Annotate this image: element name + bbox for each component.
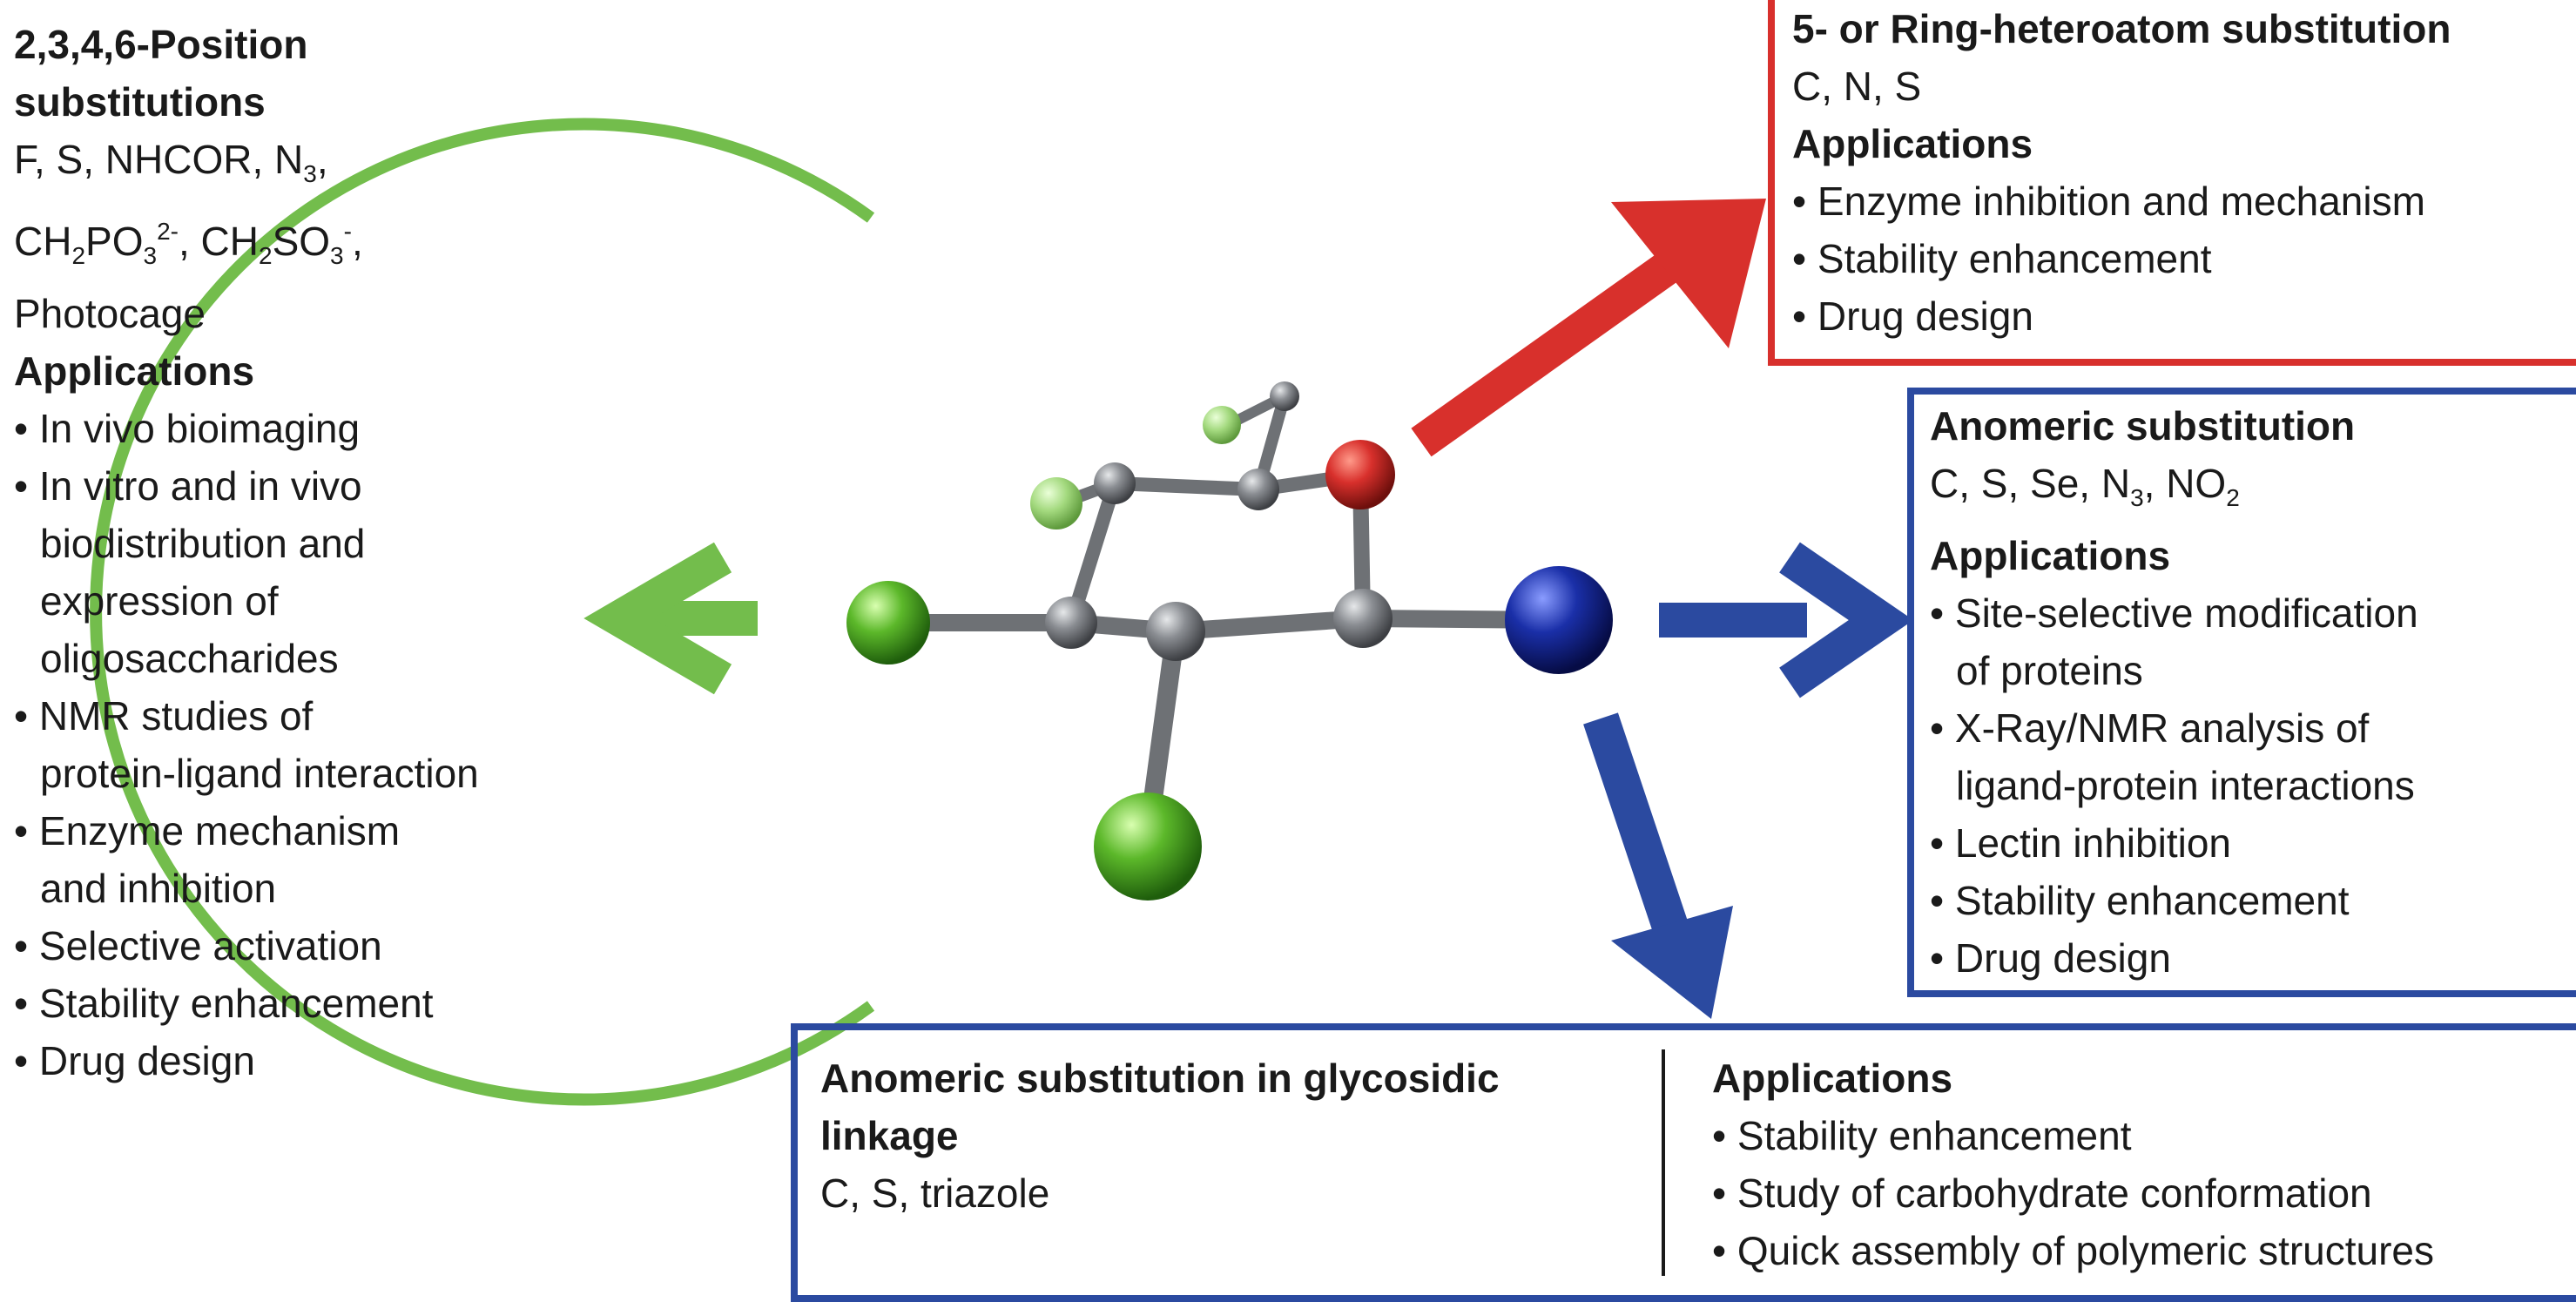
left-item: oligosaccharides: [40, 636, 339, 681]
anomeric-subs: C, S, Se, N3, NO2: [1930, 461, 2240, 511]
atom-halogen-bottom: [1094, 793, 1202, 901]
ring-item: • Drug design: [1792, 293, 2033, 339]
glycosidic-subs: C, S, triazole: [820, 1170, 1050, 1216]
left-item: protein-ligand interaction: [40, 751, 479, 796]
glycosidic-applications-label: Applications: [1712, 1056, 1953, 1101]
anomeric-panel: Anomeric substitution C, S, Se, N3, NO2 …: [1930, 397, 2418, 987]
green-arc: [90, 118, 875, 1106]
glycosidic-title-line2: linkage: [820, 1113, 959, 1158]
atom-carbon-c1: [1333, 589, 1393, 648]
left-subs-line2: CH2PO32-, CH2SO3-,: [14, 218, 363, 269]
anomeric-item: • Lectin inhibition: [1930, 820, 2231, 866]
left-item: • In vivo bioimaging: [14, 406, 361, 451]
blue-arrow-down: [1583, 712, 1733, 1019]
blue-arrow-right: [1659, 542, 1914, 698]
atom-carbon-c3: [1045, 597, 1097, 649]
anomeric-substitution-box: [1907, 388, 2576, 997]
glycosidic-divider: [1662, 1049, 1665, 1276]
left-item: biodistribution and: [40, 521, 366, 566]
atom-halogen-far: [1203, 406, 1241, 444]
anomeric-item: • Drug design: [1930, 935, 2171, 981]
glycosidic-item: • Quick assembly of polymeric structures: [1712, 1228, 2435, 1273]
left-item: • In vitro and in vivo: [14, 463, 362, 509]
glycosidic-item: • Study of carbohydrate conformation: [1712, 1170, 2372, 1216]
atom-halogen-left: [846, 581, 930, 664]
left-panel: 2,3,4,6-Position substitutions F, S, NHC…: [14, 16, 479, 1089]
atom-carbon-back1: [1094, 462, 1136, 504]
green-arrow-left: [583, 542, 758, 695]
ring-panel: 5- or Ring-heteroatom substitution C, N,…: [1792, 0, 2451, 345]
red-arrow: [1411, 199, 1766, 457]
ring-item: • Stability enhancement: [1792, 236, 2212, 281]
atom-carbon-back2: [1237, 469, 1279, 510]
ring-subs: C, N, S: [1792, 64, 1922, 109]
left-item: and inhibition: [40, 866, 277, 911]
glycosidic-item: • Stability enhancement: [1712, 1113, 2132, 1158]
anomeric-item: • Site-selective modification: [1930, 590, 2418, 636]
anomeric-item: of proteins: [1956, 648, 2143, 693]
glycosidic-title-line1: Anomeric substitution in glycosidic: [820, 1056, 1500, 1101]
atom-carbon-c2: [1146, 602, 1205, 661]
left-title-line2: substitutions: [14, 79, 266, 125]
left-item: • Drug design: [14, 1038, 255, 1083]
diagram-graphics: [90, 118, 1914, 1106]
anomeric-item: ligand-protein interactions: [1956, 763, 2415, 808]
anomeric-applications-label: Applications: [1930, 533, 2171, 578]
left-subs-line3: Photocage: [14, 291, 206, 336]
atom-oxygen: [1325, 440, 1395, 509]
left-applications-label: Applications: [14, 348, 255, 394]
atom-nitrogen: [1505, 566, 1613, 674]
molecule: [880, 390, 1568, 847]
anomeric-title: Anomeric substitution: [1930, 403, 2356, 449]
ring-item: • Enzyme inhibition and mechanism: [1792, 179, 2425, 224]
glycosidic-left-panel: Anomeric substitution in glycosidic link…: [820, 1049, 1500, 1222]
left-item: • Stability enhancement: [14, 981, 434, 1026]
atom-carbon-far: [1270, 381, 1299, 411]
ring-title: 5- or Ring-heteroatom substitution: [1792, 6, 2451, 51]
ring-substitution-box: [1768, 0, 2576, 366]
left-item: expression of: [40, 578, 279, 624]
left-title-line1: 2,3,4,6-Position: [14, 22, 308, 67]
left-item: • NMR studies of: [14, 693, 314, 739]
glycosidic-right-panel: Applications • Stability enhancement • S…: [1712, 1049, 2434, 1279]
ring-applications-label: Applications: [1792, 121, 2033, 166]
left-item: • Enzyme mechanism: [14, 808, 401, 853]
anomeric-item: • X-Ray/NMR analysis of: [1930, 705, 2370, 751]
left-item: • Selective activation: [14, 923, 382, 968]
atom-halogen-back: [1030, 477, 1082, 530]
left-subs-line1: F, S, NHCOR, N3,: [14, 137, 328, 187]
anomeric-item: • Stability enhancement: [1930, 878, 2350, 923]
